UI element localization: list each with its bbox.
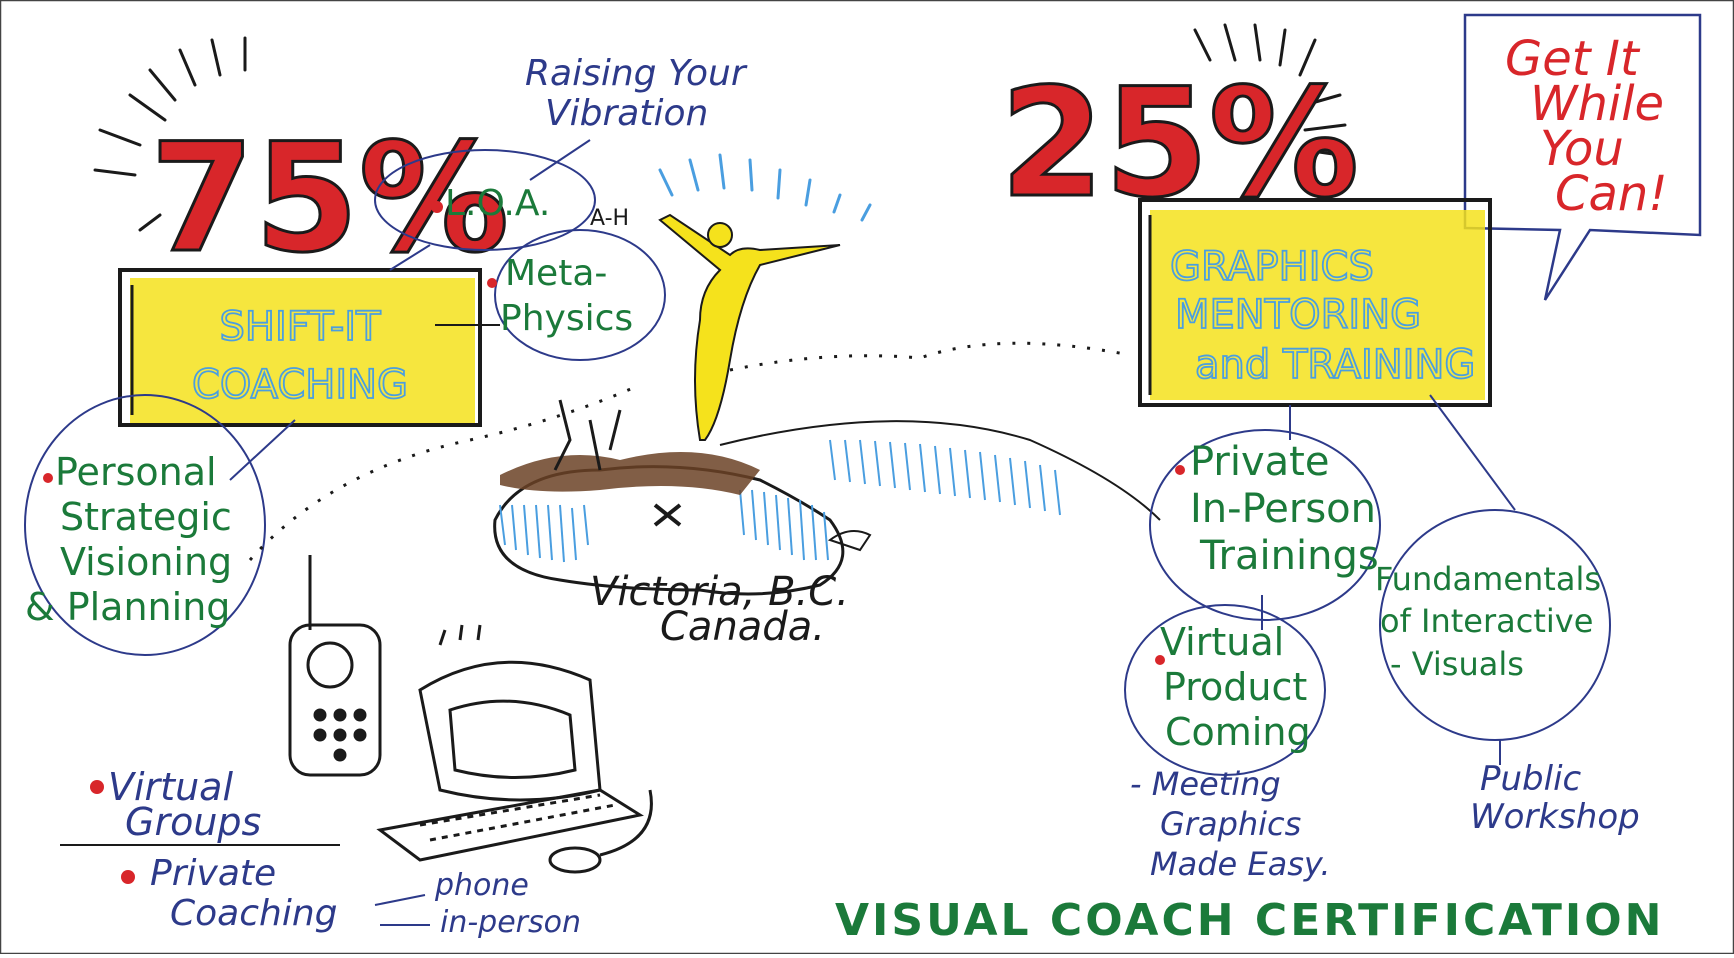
arc-connector — [719, 420, 1161, 521]
virtual-groups-line2: Groups — [125, 800, 261, 844]
personal-line4: & Planning — [25, 585, 230, 629]
fundamentals-connector — [1429, 394, 1516, 511]
location-line2: Canada. — [660, 604, 825, 650]
left-burst-lines — [93, 36, 247, 232]
graphics-box — [1138, 198, 1492, 407]
right-burst-lines — [1193, 23, 1347, 157]
public-line2: Workshop — [1470, 797, 1640, 837]
figure-rays — [658, 153, 872, 222]
ah-text: A-H — [590, 206, 629, 231]
shift-it-box — [118, 268, 482, 427]
virtual-groups-line1: Virtual — [108, 765, 233, 809]
public-line1: Public — [1480, 759, 1582, 799]
raising-line1: Raising Your — [525, 53, 748, 94]
loa-bullet — [431, 201, 443, 213]
private-coaching-bullet — [121, 870, 135, 884]
personal-connector — [229, 419, 296, 481]
dotted-path-right — [729, 341, 1131, 372]
meta-line1: Meta- — [505, 253, 607, 294]
meeting-line2: Graphics — [1160, 805, 1301, 843]
private-coaching-line1: Private — [150, 853, 276, 894]
fund-line2: of Interactive — [1380, 602, 1593, 640]
callout-line3: You — [1540, 121, 1624, 177]
private-bullet — [1175, 465, 1185, 475]
meta-ellipse — [494, 229, 666, 361]
private-line2: In-Person — [1190, 486, 1376, 532]
virtual-line2: Product — [1163, 665, 1307, 709]
virtual-groups-bullet — [90, 780, 104, 794]
loa-text: L.O.A. — [445, 183, 550, 224]
location-line1: Victoria, B.C. — [590, 569, 849, 615]
personal-line3: Visioning — [60, 540, 232, 584]
meeting-line3: Made Easy. — [1150, 845, 1331, 883]
private-line1: Private — [1190, 439, 1329, 485]
private-coaching-line2: Coaching — [170, 893, 338, 934]
callout-line1: Get It — [1505, 31, 1641, 87]
graphics-line2: MENTORING — [1175, 292, 1421, 338]
loa-connector — [389, 244, 431, 271]
fundamentals-ellipse — [1379, 509, 1611, 741]
in-person-text: in-person — [440, 905, 581, 940]
fund-line1: Fundamentals — [1375, 560, 1601, 598]
raising-connector — [529, 139, 591, 181]
personal-line1: Personal — [55, 450, 217, 494]
footer-title: VISUAL COACH CERTIFICATION — [835, 895, 1665, 946]
person-figure-icon — [658, 213, 841, 441]
raising-line2: Vibration — [545, 93, 708, 134]
loa-ellipse — [374, 149, 596, 251]
phone-text: phone — [434, 868, 529, 903]
meta-bullet — [487, 278, 497, 288]
phone-icon — [288, 555, 382, 777]
virtual-line1: Virtual — [1160, 620, 1284, 664]
left-percent: 75% — [150, 112, 509, 286]
private-ellipse — [1149, 429, 1381, 621]
virtual-line3: Coming — [1165, 710, 1311, 754]
computer-icon — [376, 624, 653, 874]
phone-dash — [374, 894, 426, 906]
meta-line2: Physics — [500, 298, 633, 339]
graphics-line1: GRAPHICS — [1170, 244, 1374, 290]
virtual-bullet — [1155, 655, 1165, 665]
globe-icon — [493, 399, 872, 596]
meeting-line1: - Meeting — [1130, 765, 1281, 803]
shift-it-line2: COACHING — [192, 362, 408, 408]
right-percent: 25% — [1000, 57, 1359, 231]
fund-line3: - Visuals — [1390, 645, 1524, 683]
personal-bullet — [43, 473, 53, 483]
virtual-ellipse — [1124, 604, 1326, 776]
personal-line2: Strategic — [60, 495, 232, 539]
personal-ellipse — [24, 394, 266, 656]
shift-it-line1: SHIFT-IT — [220, 304, 382, 350]
callout-line2: While — [1530, 76, 1664, 132]
callout-line4: Can! — [1555, 166, 1668, 222]
graphics-line3: and TRAINING — [1195, 342, 1475, 388]
private-line3: Trainings — [1199, 533, 1379, 579]
